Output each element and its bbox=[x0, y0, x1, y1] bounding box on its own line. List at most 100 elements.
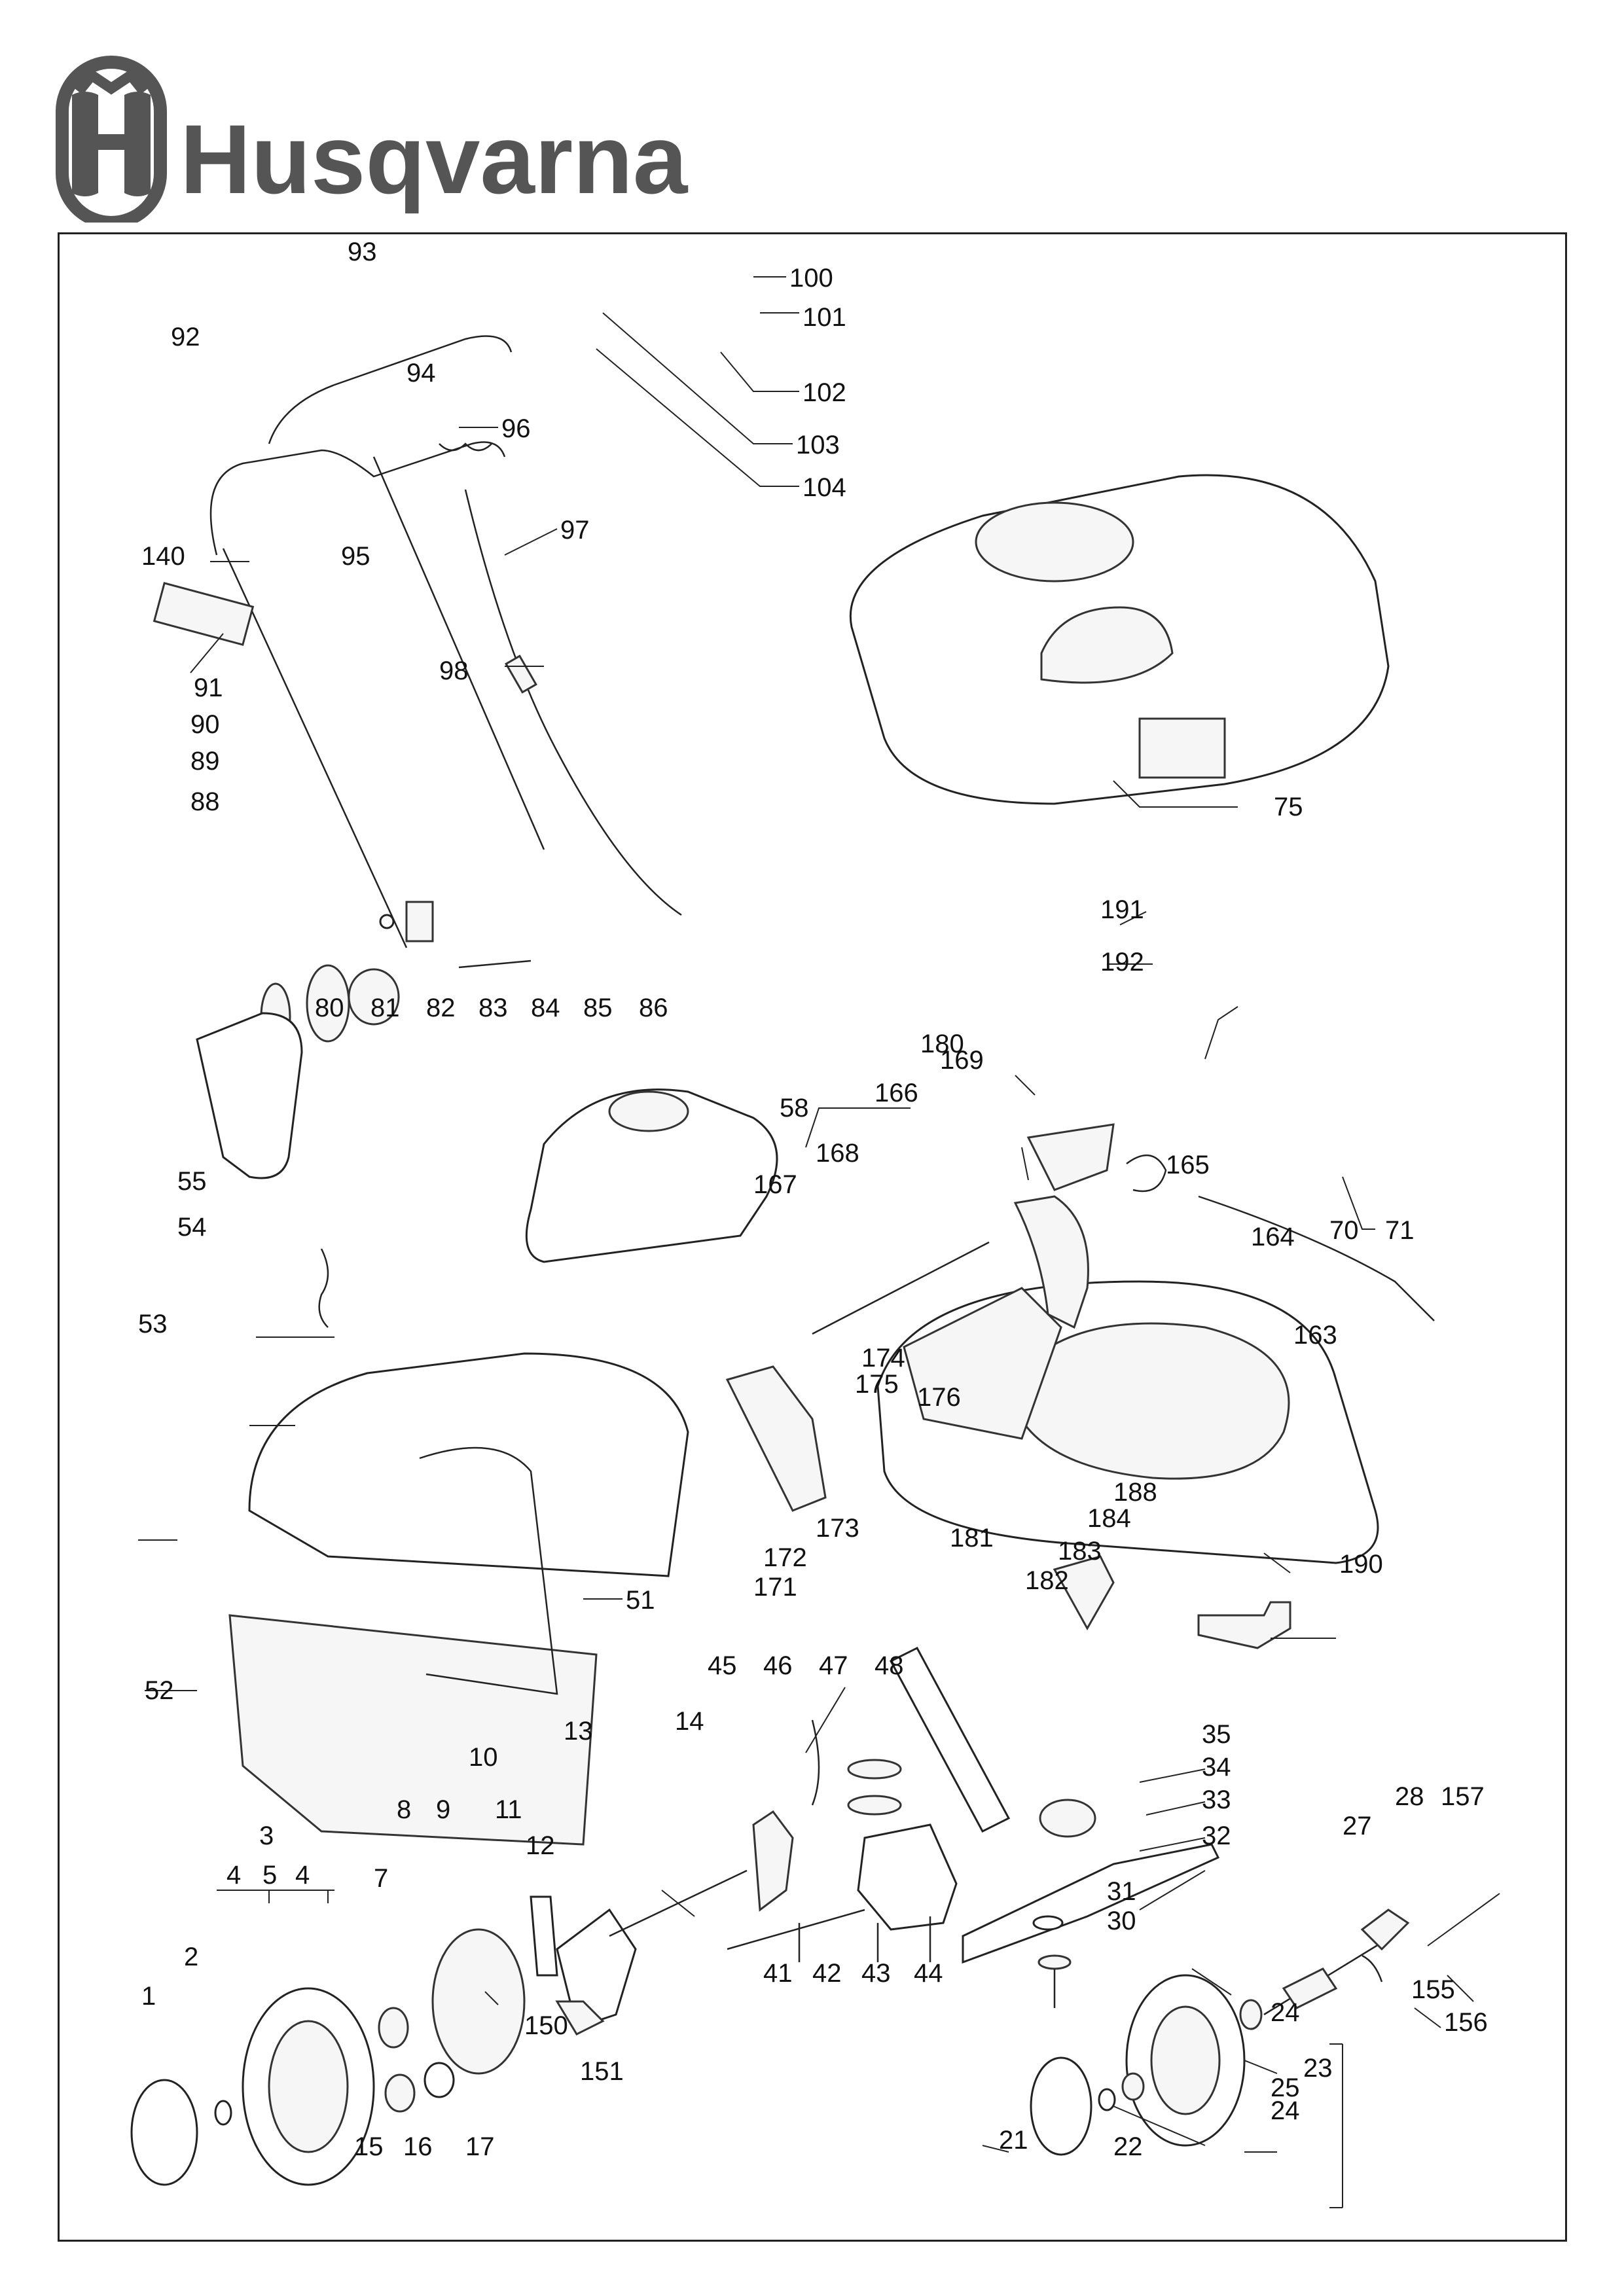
callout: 157 bbox=[1441, 1782, 1485, 1811]
callout: 81 bbox=[370, 994, 400, 1022]
callout: 102 bbox=[803, 378, 846, 407]
callout: 8 bbox=[397, 1795, 411, 1824]
callout: 83 bbox=[478, 994, 508, 1022]
callout: 88 bbox=[190, 787, 220, 816]
callout: 90 bbox=[190, 710, 220, 739]
callout: 4 bbox=[295, 1861, 310, 1890]
callout: 33 bbox=[1202, 1785, 1231, 1814]
gearbox-assembly bbox=[727, 1647, 1011, 1962]
callout: 14 bbox=[675, 1707, 704, 1736]
callout: 42 bbox=[812, 1959, 842, 1988]
exploded-parts-diagram: 1 2 3 4 5 4 7 8 9 10 11 12 13 14 15 16 1… bbox=[58, 232, 1567, 2242]
callout: 51 bbox=[626, 1586, 655, 1615]
callout: 45 bbox=[708, 1651, 737, 1680]
callout: 191 bbox=[1100, 895, 1144, 924]
callout: 85 bbox=[583, 994, 613, 1022]
callout: 54 bbox=[177, 1213, 207, 1242]
callout: 7 bbox=[374, 1864, 388, 1893]
callout: 174 bbox=[861, 1344, 905, 1372]
callout: 12 bbox=[526, 1831, 555, 1860]
callout: 43 bbox=[861, 1959, 891, 1988]
callout: 100 bbox=[789, 264, 833, 293]
callout: 27 bbox=[1343, 1812, 1372, 1840]
callout: 169 bbox=[940, 1046, 984, 1075]
callout: 75 bbox=[1274, 793, 1303, 821]
rear-flap-part bbox=[196, 1012, 329, 1328]
callout: 173 bbox=[816, 1514, 859, 1543]
engine-assembly bbox=[850, 474, 1390, 805]
callout: 86 bbox=[639, 994, 668, 1022]
callout: 30 bbox=[1107, 1907, 1136, 1935]
callout: 140 bbox=[141, 542, 185, 571]
rear-wheel-assembly bbox=[130, 1810, 794, 2186]
callout: 3 bbox=[259, 1821, 274, 1850]
callout: 41 bbox=[763, 1959, 793, 1988]
callout: 13 bbox=[564, 1717, 593, 1746]
callout: 47 bbox=[819, 1651, 848, 1680]
callout: 164 bbox=[1251, 1223, 1295, 1251]
callout: 1 bbox=[141, 1982, 156, 2011]
grass-bag-assembly bbox=[228, 1352, 689, 1846]
callout: 171 bbox=[753, 1573, 797, 1602]
callout: 32 bbox=[1202, 1821, 1231, 1850]
callout: 176 bbox=[917, 1383, 961, 1412]
callout: 175 bbox=[855, 1370, 899, 1399]
callout: 71 bbox=[1385, 1216, 1415, 1245]
callout: 82 bbox=[426, 994, 456, 1022]
callout-labels: 1 2 3 4 5 4 7 8 9 10 11 12 13 14 15 16 1… bbox=[138, 238, 1488, 2161]
callout: 22 bbox=[1113, 2132, 1143, 2161]
callout: 95 bbox=[341, 542, 370, 571]
callout: 190 bbox=[1339, 1550, 1383, 1579]
brand-name: Husqvarna bbox=[180, 104, 689, 214]
callout: 192 bbox=[1100, 948, 1144, 977]
callout: 11 bbox=[495, 1795, 522, 1824]
callout: 181 bbox=[950, 1524, 994, 1552]
callout: 84 bbox=[531, 994, 560, 1022]
callout: 53 bbox=[138, 1310, 168, 1338]
callout: 58 bbox=[780, 1094, 809, 1122]
callout: 2 bbox=[184, 1943, 198, 1971]
callout: 24 bbox=[1271, 2096, 1300, 2125]
callout: 172 bbox=[763, 1543, 807, 1572]
callout: 91 bbox=[194, 673, 223, 702]
callout: 184 bbox=[1087, 1504, 1131, 1533]
callout: 180 bbox=[920, 1030, 964, 1058]
callout: 155 bbox=[1411, 1975, 1455, 2004]
callout: 9 bbox=[436, 1795, 450, 1824]
callout: 10 bbox=[469, 1743, 498, 1772]
callout: 89 bbox=[190, 747, 220, 776]
callout: 34 bbox=[1202, 1753, 1231, 1782]
callout: 93 bbox=[348, 238, 377, 266]
callout: 52 bbox=[145, 1676, 174, 1705]
front-wheel-assembly bbox=[1030, 1909, 1410, 2156]
callout: 15 bbox=[354, 2132, 384, 2161]
callout: 183 bbox=[1058, 1537, 1102, 1566]
blade-assembly bbox=[962, 1799, 1220, 2008]
husqvarna-logo: Husqvarna bbox=[56, 56, 689, 223]
callout: 80 bbox=[315, 994, 344, 1022]
callout: 167 bbox=[753, 1170, 797, 1199]
callout: 48 bbox=[875, 1651, 904, 1680]
callout: 168 bbox=[816, 1139, 859, 1168]
handle-assembly bbox=[153, 335, 682, 1050]
callout: 94 bbox=[406, 359, 436, 387]
brand-header: Husqvarna bbox=[0, 0, 1624, 223]
engine-cover-part bbox=[525, 1088, 778, 1263]
leader-lines bbox=[138, 276, 1500, 2208]
callout: 101 bbox=[803, 303, 846, 332]
callout: 31 bbox=[1107, 1877, 1136, 1906]
callout: 165 bbox=[1166, 1151, 1210, 1179]
callout: 97 bbox=[560, 516, 590, 545]
callout: 103 bbox=[796, 431, 840, 459]
callout: 150 bbox=[524, 2011, 568, 2040]
callout: 17 bbox=[465, 2132, 495, 2161]
callout: 4 bbox=[226, 1861, 241, 1890]
callout: 163 bbox=[1293, 1321, 1337, 1350]
callout: 25 bbox=[1271, 2073, 1300, 2102]
callout: 104 bbox=[803, 473, 846, 502]
callout: 24 bbox=[1271, 1998, 1300, 2027]
callout: 156 bbox=[1444, 2008, 1488, 2037]
callout: 23 bbox=[1303, 2054, 1333, 2083]
diagram-canvas: 1 2 3 4 5 4 7 8 9 10 11 12 13 14 15 16 1… bbox=[130, 238, 1500, 2208]
callout: 151 bbox=[580, 2057, 624, 2086]
